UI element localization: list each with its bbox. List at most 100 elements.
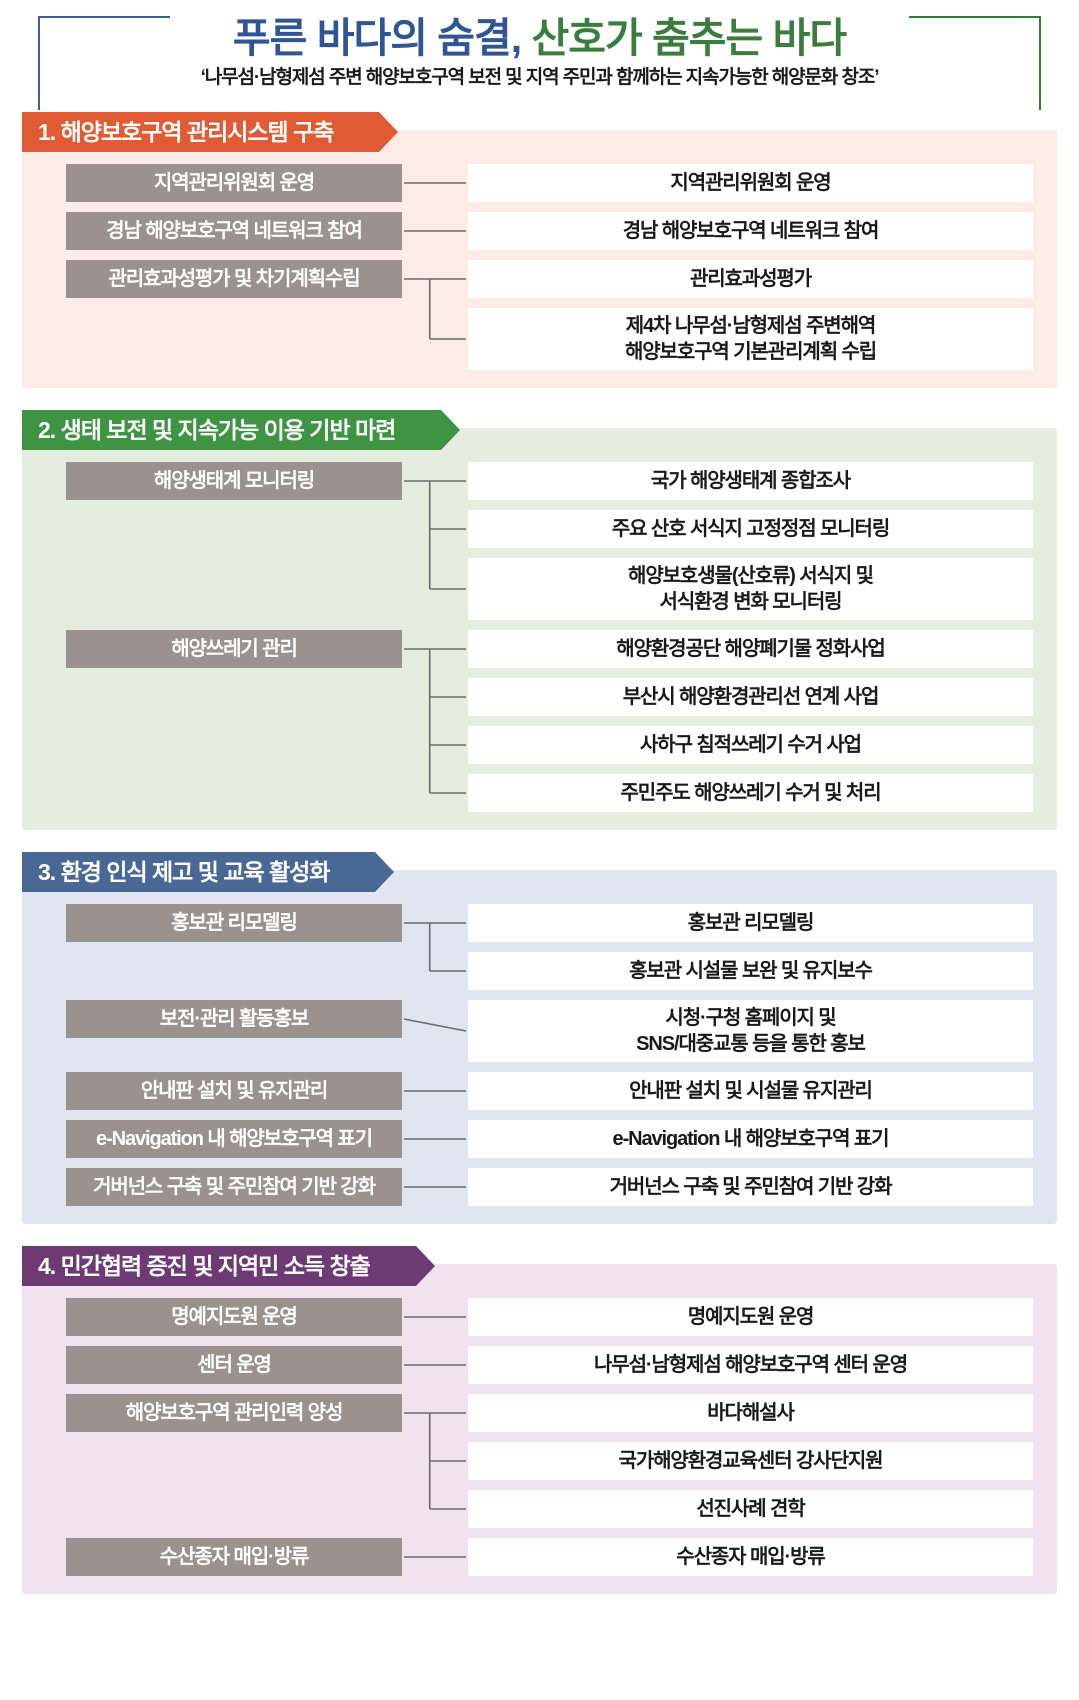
item-line: 관리효과성평가	[689, 267, 812, 290]
section-header-1[interactable]: 1. 해양보호구역 관리시스템 구축	[22, 112, 399, 152]
category-box[interactable]: 홍보관 리모델링	[66, 904, 402, 942]
category-column: e-Navigation 내 해양보호구역 표기	[22, 1120, 402, 1158]
connector-lines	[402, 164, 468, 202]
section-header-3[interactable]: 3. 환경 인식 제고 및 교육 활성화	[22, 852, 395, 892]
item-line: 해양보호구역 기본관리계획 수립	[624, 341, 877, 363]
category-column: 경남 해양보호구역 네트워크 참여	[22, 212, 402, 250]
item-box[interactable]: e-Navigation 내 해양보호구역 표기	[468, 1120, 1033, 1158]
connector-svg	[404, 1556, 466, 1558]
arrow-tip-icon	[375, 852, 395, 892]
category-box[interactable]: 해양생태계 모니터링	[66, 462, 402, 500]
section-header-4[interactable]: 4. 민간협력 증진 및 지역민 소득 창출	[22, 1246, 435, 1286]
item-box[interactable]: 주민주도 해양쓰레기 수거 및 처리	[468, 774, 1033, 812]
connector-lines	[402, 1538, 468, 1576]
item-line: 나무섬·남형제섬 해양보호구역 센터 운영	[593, 1353, 908, 1376]
page-subtitle: ‘나무섬·남형제섬 주변 해양보호구역 보전 및 지역 주민과 함께하는 지속가…	[200, 67, 880, 88]
category-box[interactable]: 안내판 설치 및 유지관리	[66, 1072, 402, 1110]
item-box[interactable]: 안내판 설치 및 시설물 유지관리	[468, 1072, 1033, 1110]
item-box[interactable]: 거버넌스 구축 및 주민참여 기반 강화	[468, 1168, 1033, 1206]
connector-lines	[402, 630, 468, 812]
item-box[interactable]: 홍보관 리모델링	[468, 904, 1033, 942]
connector-svg	[404, 230, 466, 232]
item-box[interactable]: 부산시 해양환경관리선 연계 사업	[468, 678, 1033, 716]
item-box[interactable]: 수산종자 매입·방류	[468, 1538, 1033, 1576]
category-column: 거버넌스 구축 및 주민참여 기반 강화	[22, 1168, 402, 1206]
item-line: 해양보호생물(산호류) 서식지 및	[628, 564, 874, 587]
connector-svg	[404, 182, 466, 184]
connector-lines	[402, 1346, 468, 1384]
group: e-Navigation 내 해양보호구역 표기 e-Navigation 내 해…	[22, 1120, 1057, 1158]
category-column: 안내판 설치 및 유지관리	[22, 1072, 402, 1110]
item-box[interactable]: 명예지도원 운영	[468, 1298, 1033, 1336]
category-box[interactable]: 관리효과성평가 및 차기계획수립	[66, 260, 402, 298]
item-box[interactable]: 사하구 침적쓰레기 수거 사업	[468, 726, 1033, 764]
item-line: 거버넌스 구축 및 주민참여 기반 강화	[609, 1175, 893, 1198]
category-box[interactable]: 거버넌스 구축 및 주민참여 기반 강화	[66, 1168, 402, 1206]
category-box[interactable]: 수산종자 매입·방류	[66, 1538, 402, 1576]
item-column: 안내판 설치 및 시설물 유지관리	[468, 1072, 1057, 1110]
category-box[interactable]: 경남 해양보호구역 네트워크 참여	[66, 212, 402, 250]
connector-lines	[402, 1120, 468, 1158]
item-line: 서식환경 변화 모니터링	[659, 591, 843, 613]
item-box[interactable]: 바다해설사	[468, 1394, 1033, 1432]
item-box[interactable]: 지역관리위원회 운영	[468, 164, 1033, 202]
item-line: 국가해양환경교육센터 강사단지원	[618, 1449, 884, 1472]
category-column: 지역관리위원회 운영	[22, 164, 402, 202]
item-column: 거버넌스 구축 및 주민참여 기반 강화	[468, 1168, 1057, 1206]
category-box[interactable]: 보전·관리 활동홍보	[66, 1000, 402, 1038]
connector-svg	[404, 922, 466, 972]
arrow-tip-icon	[441, 410, 461, 450]
category-box[interactable]: 센터 운영	[66, 1346, 402, 1384]
title-frame-left-decoration	[38, 16, 170, 110]
item-line: 주요 산호 서식지 고정정점 모니터링	[611, 517, 890, 540]
connector-lines	[402, 1168, 468, 1206]
item-column: e-Navigation 내 해양보호구역 표기	[468, 1120, 1057, 1158]
item-line: 부산시 해양환경관리선 연계 사업	[622, 685, 880, 708]
item-column: 수산종자 매입·방류	[468, 1538, 1057, 1576]
category-box[interactable]: 해양보호구역 관리인력 양성	[66, 1394, 402, 1432]
item-box[interactable]: 해양환경공단 해양폐기물 정화사업	[468, 630, 1033, 668]
section-gap	[0, 830, 1079, 852]
item-box[interactable]: 국가 해양생태계 종합조사	[468, 462, 1033, 500]
category-column: 보전·관리 활동홍보	[22, 1000, 402, 1062]
category-box[interactable]: 명예지도원 운영	[66, 1298, 402, 1336]
item-line: 바다해설사	[707, 1401, 795, 1424]
item-box[interactable]: 경남 해양보호구역 네트워크 참여	[468, 212, 1033, 250]
item-box[interactable]: 주요 산호 서식지 고정정점 모니터링	[468, 510, 1033, 548]
group: 명예지도원 운영 명예지도원 운영	[22, 1298, 1057, 1336]
connector-lines	[402, 1394, 468, 1528]
item-box[interactable]: 선진사례 견학	[468, 1490, 1033, 1528]
title-block: 푸른 바다의 숨결, 산호가 춤추는 바다 ‘나무섬·남형제섬 주변 해양보호구…	[38, 0, 1041, 112]
connector-lines	[402, 1298, 468, 1336]
item-box[interactable]: 관리효과성평가	[468, 260, 1033, 298]
item-line: 경남 해양보호구역 네트워크 참여	[622, 219, 880, 242]
item-line: 선진사례 견학	[696, 1497, 805, 1520]
page-title-part-green: 산호가 춤추는 바다	[521, 15, 848, 61]
group: 경남 해양보호구역 네트워크 참여 경남 해양보호구역 네트워크 참여	[22, 212, 1057, 250]
item-box[interactable]: 나무섬·남형제섬 해양보호구역 센터 운영	[468, 1346, 1033, 1384]
connector-lines	[402, 260, 468, 370]
category-box[interactable]: 해양쓰레기 관리	[66, 630, 402, 668]
item-line: 지역관리위원회 운영	[670, 171, 831, 194]
item-box[interactable]: 국가해양환경교육센터 강사단지원	[468, 1442, 1033, 1480]
category-box[interactable]: 지역관리위원회 운영	[66, 164, 402, 202]
item-line: 사하구 침적쓰레기 수거 사업	[640, 733, 862, 756]
item-column: 명예지도원 운영	[468, 1298, 1057, 1336]
group: 안내판 설치 및 유지관리 안내판 설치 및 시설물 유지관리	[22, 1072, 1057, 1110]
section-header-2[interactable]: 2. 생태 보전 및 지속가능 이용 기반 마련	[22, 410, 461, 450]
category-box[interactable]: e-Navigation 내 해양보호구역 표기	[66, 1120, 402, 1158]
item-box[interactable]: 홍보관 시설물 보완 및 유지보수	[468, 952, 1033, 990]
